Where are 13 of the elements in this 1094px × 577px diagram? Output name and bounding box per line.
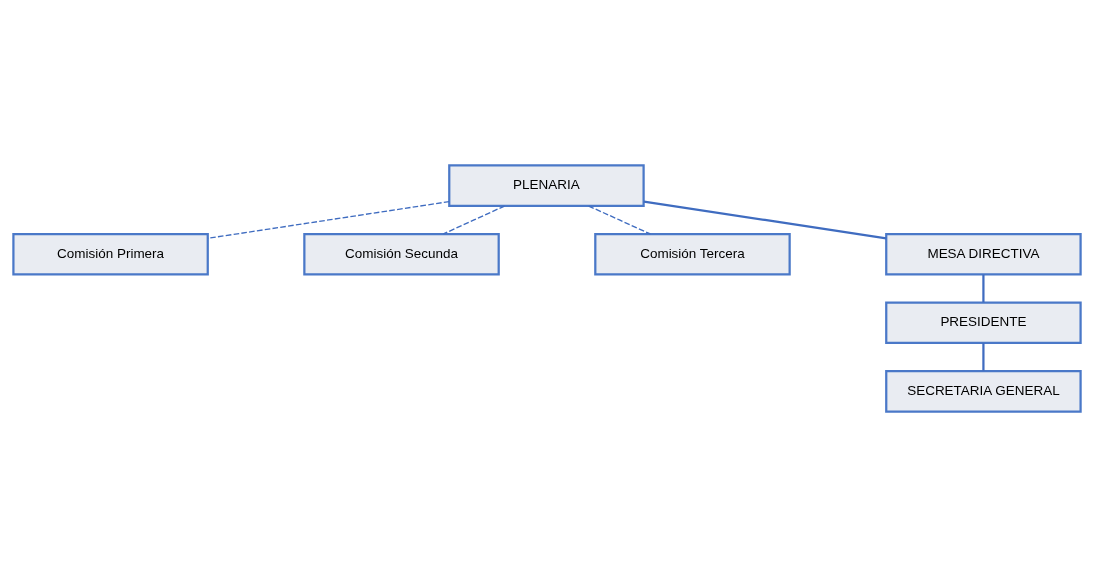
connector — [982, 343, 985, 371]
node-box: MESA DIRECTIVA — [885, 232, 1082, 276]
node-box: Comisión Secunda — [303, 232, 500, 276]
connector — [588, 205, 651, 235]
node-box: PLENARIA — [448, 164, 645, 208]
connector — [643, 200, 887, 240]
node-box: Comisión Primera — [12, 232, 209, 276]
connector — [442, 205, 506, 235]
connector — [982, 274, 985, 303]
node-box: PRESIDENTE — [885, 301, 1082, 345]
node-box: SECRETARIA GENERAL — [885, 369, 1082, 413]
node-box: Comisión Tercera — [594, 232, 791, 276]
connector — [207, 200, 450, 239]
